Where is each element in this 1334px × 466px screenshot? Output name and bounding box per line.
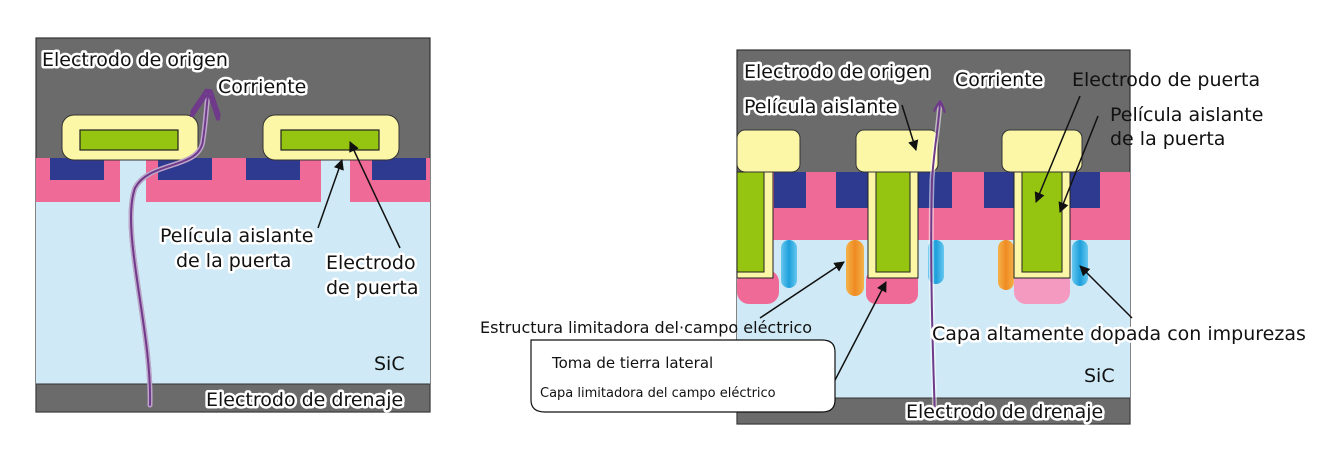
right-doped-column (1072, 240, 1088, 286)
left-sic-label: SiC (374, 353, 405, 375)
left-gate-electrode (280, 129, 380, 151)
right-gate-insulator-pointer (1058, 115, 1099, 213)
left-gate-electrode (79, 129, 179, 151)
right-doped-column (781, 240, 797, 288)
doped-layer-label: Capa altamente dopada con impurezas (932, 323, 1306, 345)
right-insulating-cap (855, 129, 939, 173)
left-gate-insulator-label-2: de la puerta (176, 250, 291, 272)
right-insulating-film-label: Película aislante (744, 96, 897, 118)
right-gate-electrode-pointer (1034, 95, 1081, 203)
right-n-source (1066, 172, 1100, 208)
left-gate-electrode-label-1: Electrodo (326, 252, 416, 274)
field-structure-label: Estructura limitadora del·campo eléctric… (480, 318, 812, 337)
right-source-electrode-label: Electrodo de origen (744, 61, 930, 83)
left-n-source (246, 158, 300, 180)
right-gate-electrode-label: Electrodo de puerta (1072, 69, 1260, 91)
left-gate-electrode-label-2: de puerta (326, 277, 419, 299)
right-gate-insulator-label-2: de la puerta (1110, 128, 1225, 150)
right-n-source (918, 172, 952, 208)
trench-mosfet-cross-section: Electrodo de origen Corriente Electrodo … (480, 49, 1308, 426)
left-n-source (372, 158, 426, 180)
left-drain-electrode-label: Electrodo de drenaje (206, 389, 403, 411)
right-n-source (836, 172, 870, 208)
side-ground-label: Toma de tierra lateral (551, 354, 713, 372)
left-drain-metal (35, 383, 431, 413)
field-structure-callout (530, 339, 836, 413)
right-drain-electrode-label: Electrodo de drenaje (906, 401, 1103, 423)
right-trench-gate (736, 171, 765, 273)
right-sic-label: SiC (1084, 365, 1115, 387)
right-doped-layer-pointer (1079, 265, 1133, 319)
right-insulating-cap (1001, 129, 1083, 173)
left-current-label: Corriente (218, 76, 306, 98)
right-current-path (930, 103, 940, 419)
left-current-path (129, 95, 208, 406)
field-layer-label: Capa limitadora del campo eléctrico (540, 386, 776, 401)
left-n-source (50, 158, 104, 180)
right-insulating-cap (736, 129, 801, 173)
left-gate-pointer (349, 141, 401, 249)
right-n-source (774, 172, 806, 208)
right-trench-gate (875, 171, 911, 273)
right-insulating-film-pointer (901, 104, 919, 152)
planar-mosfet-cross-section: Electrodo de origen Corriente Película a… (35, 37, 431, 414)
right-side-ground-column (998, 240, 1014, 290)
left-gate-insulator-label-1: Película aislante (160, 225, 313, 247)
right-gate-insulator-label-1: Película aislante (1110, 104, 1263, 126)
right-side-ground-column (846, 240, 864, 296)
right-n-source (984, 172, 1018, 208)
left-insulator-pointer (317, 159, 344, 229)
left-source-electrode-label: Electrodo de origen (42, 49, 228, 71)
right-current-label: Corriente (955, 69, 1043, 91)
right-field-layer-pointer (832, 281, 887, 385)
right-field-structure-pointer (759, 261, 845, 319)
